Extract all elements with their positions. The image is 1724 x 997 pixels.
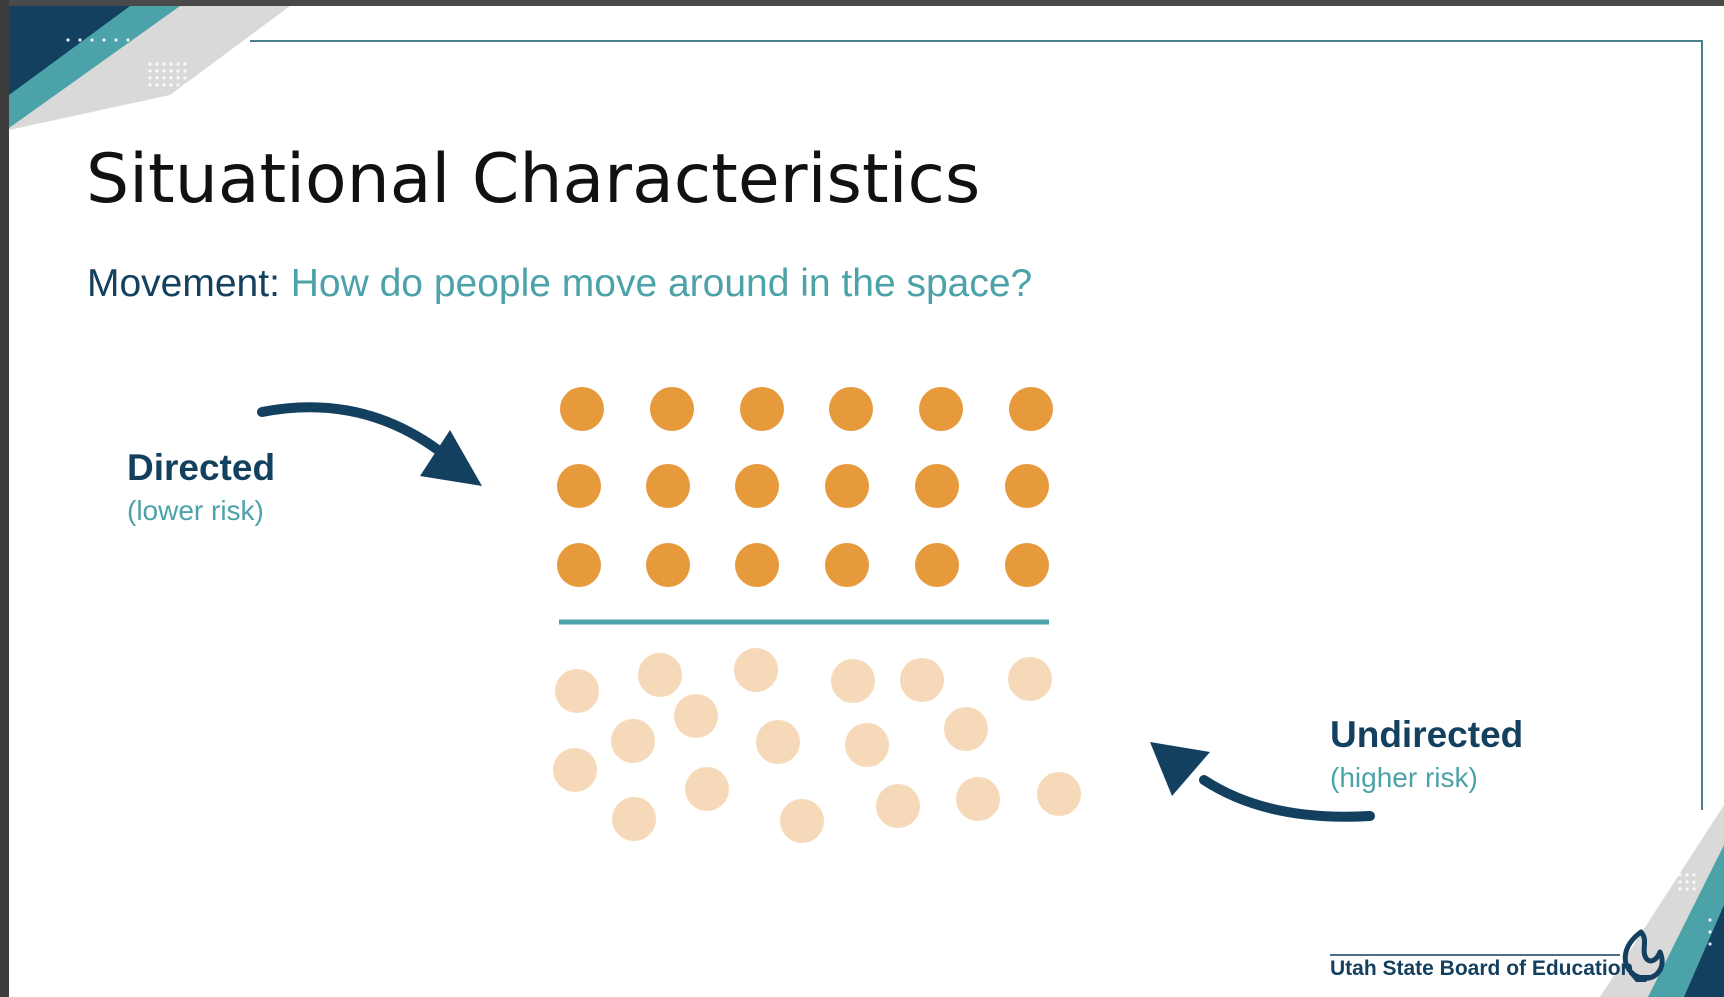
slide-title: Situational Characteristics xyxy=(86,140,981,219)
ordered-dot xyxy=(650,387,694,431)
window-left-edge xyxy=(0,0,9,997)
ordered-dot xyxy=(557,543,601,587)
scattered-dot xyxy=(611,719,655,763)
subtitle-question: How do people move around in the space? xyxy=(290,262,1033,305)
ordered-dot xyxy=(825,543,869,587)
ordered-dot xyxy=(825,464,869,508)
ordered-dot xyxy=(1005,543,1049,587)
ordered-dot xyxy=(735,543,779,587)
bottom-right-corner-decoration xyxy=(1600,805,1724,997)
subtitle-label: Movement: xyxy=(87,262,280,305)
slide-subtitle: Movement: How do people move around in t… xyxy=(87,262,1032,306)
scattered-dot xyxy=(876,784,920,828)
undirected-title: Undirected xyxy=(1330,714,1524,755)
scattered-dot xyxy=(555,669,599,713)
scattered-dot xyxy=(638,653,682,697)
directed-label: Directed (lower risk) xyxy=(127,447,275,527)
frame-line xyxy=(250,40,1703,810)
ordered-dot xyxy=(1005,464,1049,508)
undirected-arrow xyxy=(1150,742,1375,822)
scattered-dot xyxy=(674,694,718,738)
ordered-dot xyxy=(1009,387,1053,431)
scattered-dot xyxy=(1008,657,1052,701)
organization-logo-text: Utah State Board of Education xyxy=(1330,957,1634,980)
directed-title: Directed xyxy=(127,447,276,488)
scattered-dot xyxy=(1037,772,1081,816)
scattered-dots xyxy=(553,648,1081,843)
ordered-dot xyxy=(915,543,959,587)
ordered-dot xyxy=(646,543,690,587)
ordered-dot xyxy=(740,387,784,431)
torch-flame-icon xyxy=(1622,929,1665,982)
directed-arrow xyxy=(257,402,482,486)
ordered-dot xyxy=(735,464,779,508)
scattered-dot xyxy=(685,767,729,811)
undirected-risk: (higher risk) xyxy=(1330,762,1478,793)
ordered-dot xyxy=(557,464,601,508)
scattered-dot xyxy=(956,777,1000,821)
ordered-dot xyxy=(915,464,959,508)
scattered-dot xyxy=(845,723,889,767)
scattered-dot xyxy=(780,799,824,843)
scattered-dot xyxy=(553,748,597,792)
ordered-dot xyxy=(560,387,604,431)
scattered-dot xyxy=(756,720,800,764)
scattered-dot xyxy=(944,707,988,751)
ordered-dots xyxy=(557,387,1053,587)
top-left-corner-decoration xyxy=(9,6,290,130)
scattered-dot xyxy=(831,659,875,703)
scattered-dot xyxy=(612,797,656,841)
scattered-dot xyxy=(900,658,944,702)
scattered-dot xyxy=(734,648,778,692)
ordered-dot xyxy=(919,387,963,431)
ordered-dot xyxy=(646,464,690,508)
ordered-dot xyxy=(829,387,873,431)
directed-risk: (lower risk) xyxy=(127,495,264,526)
undirected-label: Undirected (higher risk) xyxy=(1330,714,1523,794)
window-top-edge xyxy=(0,0,1724,6)
